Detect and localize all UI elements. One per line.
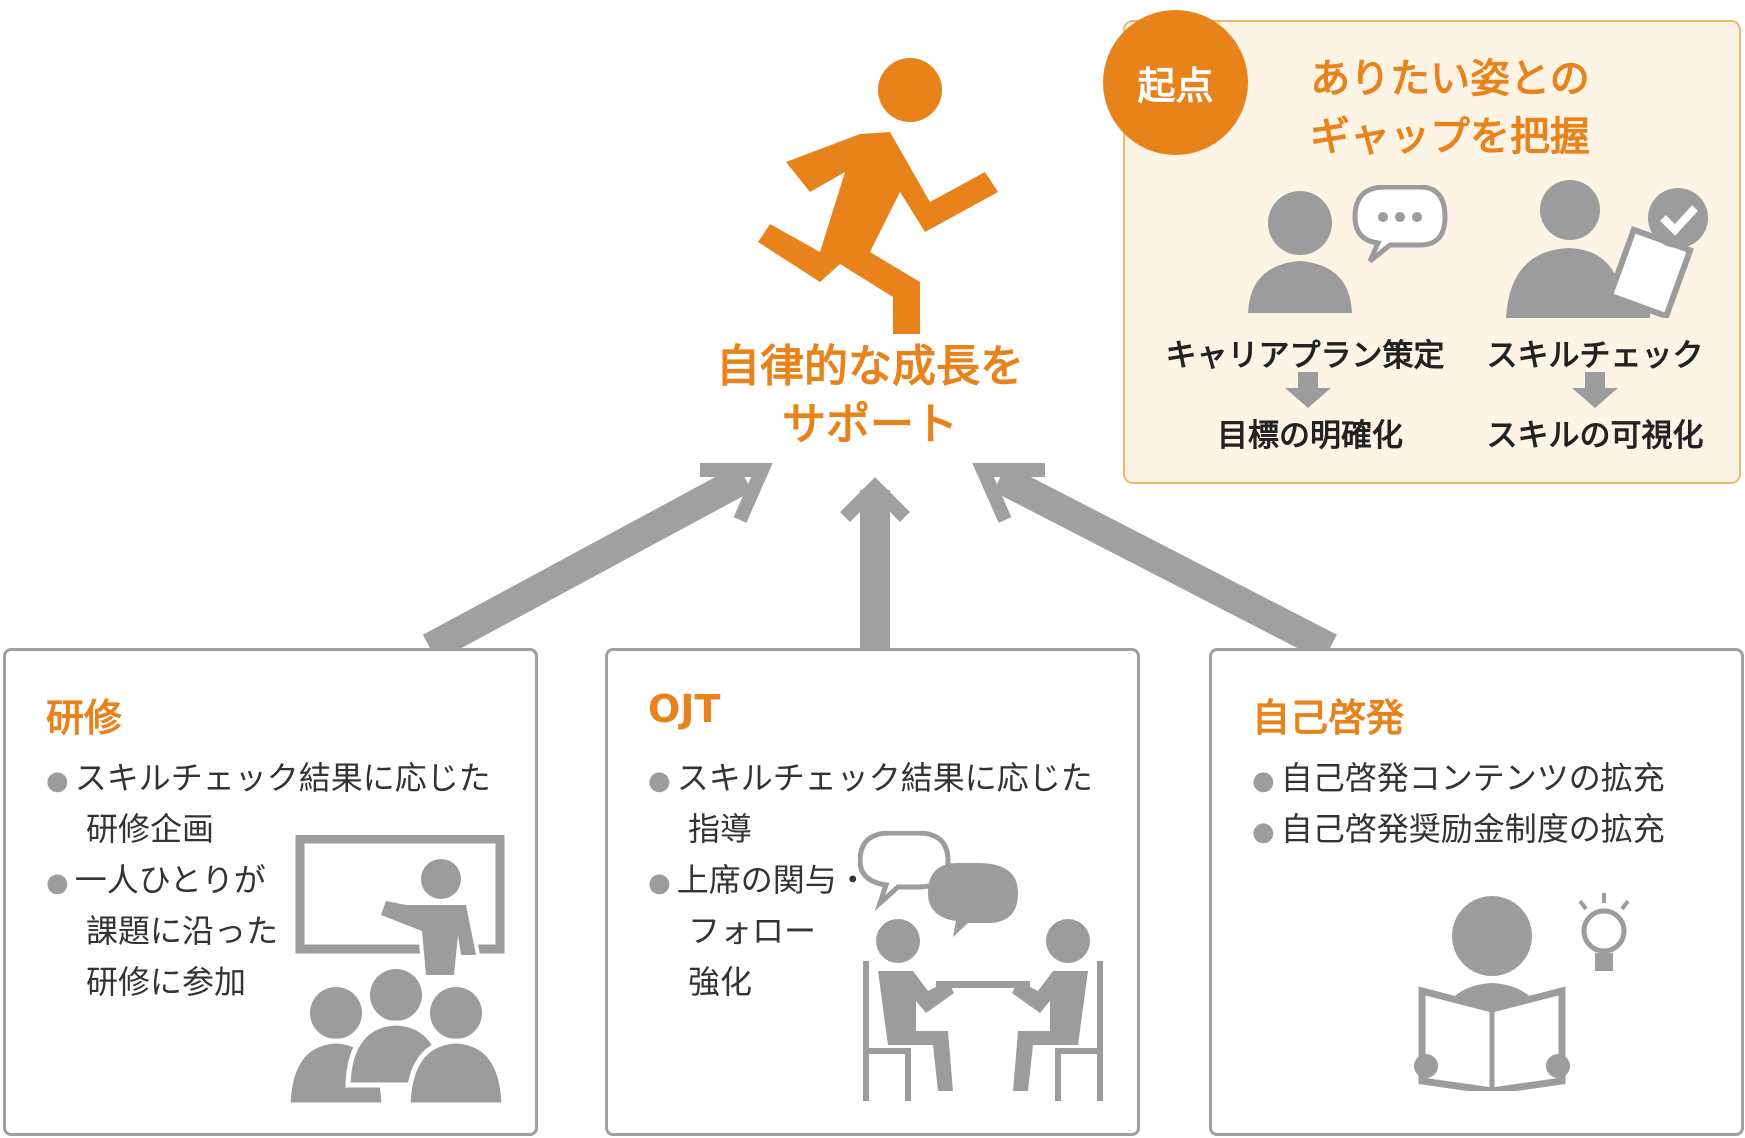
bullet-item: ●一人ひとりが	[46, 855, 266, 909]
panel-title: 研修	[46, 687, 122, 742]
skill-check-label: スキルチェック	[1470, 330, 1720, 375]
origin-title: ありたい姿との ギャップを把握	[1250, 50, 1650, 166]
bullet-continuation: 研修企画	[86, 804, 214, 855]
bullet-continuation: 研修に参加	[86, 957, 246, 1008]
bullet-dot-icon: ●	[648, 766, 671, 796]
origin-badge: 起点	[1103, 10, 1248, 155]
arrow-training	[430, 478, 745, 648]
bullet-continuation: 指導	[688, 804, 752, 855]
bullet-dot-icon: ●	[1252, 817, 1275, 847]
center-goal-line2: サポート	[640, 396, 1100, 454]
skill-visualize-label: スキルの可視化	[1470, 410, 1720, 455]
running-person-icon	[730, 52, 1010, 342]
bullet-dot-icon: ●	[46, 868, 69, 898]
panel-training: 研修 ●スキルチェック結果に応じた 研修企画 ●一人ひとりが 課題に沿った 研修…	[3, 648, 538, 1136]
bullet-item: ●スキルチェック結果に応じた	[46, 753, 491, 807]
origin-title-line2: ギャップを把握	[1250, 108, 1650, 166]
bullet-dot-icon: ●	[1252, 766, 1275, 796]
bullet-continuation: フォロー	[688, 906, 816, 957]
meeting-icon	[858, 831, 1118, 1101]
bullet-continuation: 課題に沿った	[86, 906, 278, 957]
bullet-dot-icon: ●	[648, 868, 671, 898]
down-arrow-icon	[1570, 372, 1620, 408]
panel-title: 自己啓発	[1252, 687, 1404, 742]
person-speech-icon	[1240, 185, 1460, 315]
center-goal-line1: 自律的な成長を	[640, 338, 1100, 396]
bullet-dot-icon: ●	[46, 766, 69, 796]
bullet-item: ●自己啓発奨励金制度の拡充	[1252, 804, 1665, 858]
reading-idea-icon	[1412, 891, 1632, 1091]
person-checklist-icon	[1500, 178, 1720, 318]
origin-title-line1: ありたい姿との	[1250, 50, 1650, 108]
bullet-item: ●スキルチェック結果に応じた	[648, 753, 1093, 807]
center-goal: 自律的な成長を サポート	[640, 338, 1100, 454]
lecture-icon	[286, 835, 516, 1105]
goal-clarify-label: 目標の明確化	[1190, 410, 1430, 455]
panel-self-development: 自己啓発 ●自己啓発コンテンツの拡充 ●自己啓発奨励金制度の拡充	[1209, 648, 1744, 1136]
career-plan-label: キャリアプラン策定	[1160, 330, 1450, 375]
bullet-item: ●自己啓発コンテンツの拡充	[1252, 753, 1665, 807]
panel-title: OJT	[648, 687, 720, 731]
arrow-selfdev	[1000, 478, 1330, 648]
bullet-item: ●上席の関与・	[648, 855, 869, 909]
panel-ojt: OJT ●スキルチェック結果に応じた 指導 ●上席の関与・ フォロー 強化	[605, 648, 1140, 1136]
bullet-continuation: 強化	[688, 957, 752, 1008]
down-arrow-icon	[1283, 372, 1333, 408]
